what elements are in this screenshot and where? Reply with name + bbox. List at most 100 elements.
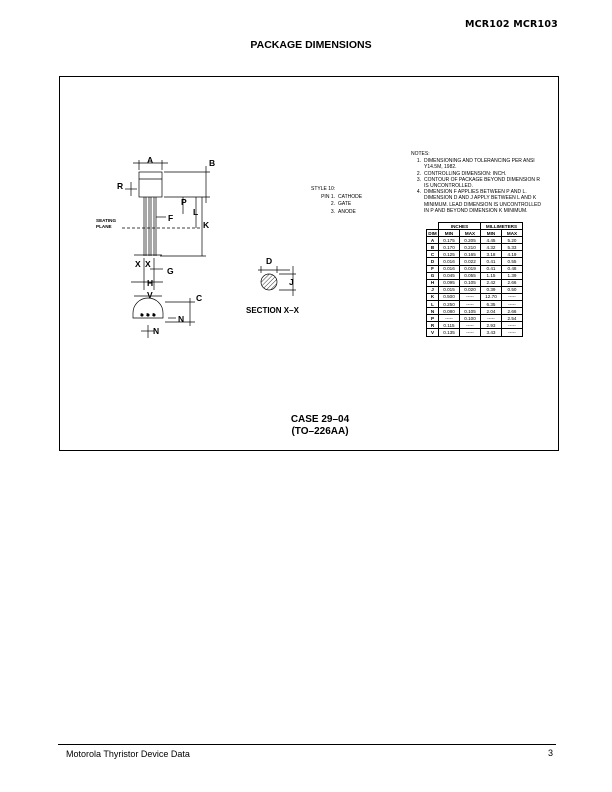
dim-cell: R (426, 321, 439, 330)
dim-label-g: G (167, 266, 174, 276)
value-cell: 5.20 (501, 236, 523, 245)
value-cell: 2.93 (480, 321, 502, 330)
value-cell: 0.115 (438, 321, 460, 330)
value-cell: 0.105 (459, 307, 481, 316)
dim-label-p: P (181, 197, 187, 207)
value-cell: 0.125 (438, 250, 460, 259)
value-cell: 0.016 (438, 264, 460, 273)
value-cell: 0.165 (459, 250, 481, 259)
section-label: SECTION X–X (246, 306, 300, 315)
value-cell: 0.020 (459, 285, 481, 294)
value-cell: 0.48 (501, 264, 523, 273)
value-cell: 0.019 (459, 264, 481, 273)
dim-label-a: A (147, 155, 153, 165)
value-cell: 0.105 (459, 278, 481, 287)
pinout-style: STYLE 10: PIN 1.CATHODE 2.GATE 3.ANODE (311, 186, 362, 216)
dim-cell: F (426, 264, 439, 273)
value-cell: 0.41 (480, 257, 502, 266)
value-cell: ----- (459, 328, 481, 337)
value-cell: 2.42 (480, 278, 502, 287)
value-cell: 0.250 (438, 300, 460, 309)
notes: NOTES: 1.DIMENSIONING AND TOLERANCING PE… (411, 151, 551, 214)
value-cell: 3.18 (480, 250, 502, 259)
dim-label-j: J (289, 277, 294, 287)
value-cell: 0.016 (438, 257, 460, 266)
dim-cell: V (426, 328, 439, 337)
value-cell: ----- (459, 292, 481, 302)
value-cell: 4.19 (501, 250, 523, 259)
value-cell: 0.015 (438, 285, 460, 294)
dim-label-l: L (193, 207, 198, 217)
value-cell: 12.70 (480, 292, 502, 302)
value-cell: 0.55 (501, 257, 523, 266)
value-cell: 0.100 (459, 314, 481, 323)
drawing-frame (59, 76, 559, 451)
group-header-inches: INCHES (438, 221, 481, 231)
dim-cell: L (426, 300, 439, 309)
value-cell: 0.39 (480, 285, 502, 294)
value-cell: 1.39 (501, 271, 523, 280)
value-cell: 0.175 (438, 236, 460, 245)
value-cell: 2.04 (480, 307, 502, 316)
value-cell: 0.210 (459, 243, 481, 252)
value-cell: ----- (459, 321, 481, 330)
dim-cell: P (426, 314, 439, 323)
pin-number-3: 3 (152, 312, 155, 317)
seating-plane-label-1: SEATING (96, 218, 117, 223)
dim-label-b: B (209, 158, 215, 168)
value-cell: 0.170 (438, 243, 460, 252)
value-cell: 3.43 (480, 328, 502, 337)
group-header-millimeters: MILLIMETERS (480, 221, 523, 231)
value-cell: ----- (480, 314, 502, 323)
case-package: (TO–226AA) (291, 426, 349, 437)
pin-number-1: 1 (140, 312, 143, 317)
value-cell: ----- (501, 300, 523, 309)
value-cell: 0.41 (480, 264, 502, 273)
case-label: CASE 29–04 (TO–226AA) (240, 414, 400, 438)
case-number: CASE 29–04 (290, 414, 350, 425)
dim-label-k: K (203, 220, 210, 230)
note-item: 4.DIMENSION F APPLIES BETWEEN P AND L.DI… (416, 189, 541, 214)
pin-number-2: 2 (146, 312, 149, 317)
value-cell: 0.500 (438, 292, 460, 302)
seating-plane-label-2: PLANE (96, 224, 112, 229)
value-cell: 5.33 (501, 243, 523, 252)
dim-cell: N (426, 307, 439, 316)
value-cell: 0.095 (438, 278, 460, 287)
notes-heading: NOTES: (411, 151, 430, 157)
dim-label-n-right: N (178, 314, 184, 324)
pin-row: 2.GATE (330, 201, 352, 208)
dim-cell: C (426, 250, 439, 259)
value-cell: 6.35 (480, 300, 502, 309)
page-title: PACKAGE DIMENSIONS (250, 39, 372, 51)
dim-label-n-bottom: N (153, 326, 159, 336)
style-title: STYLE 10: (311, 186, 336, 192)
part-number-header: MCR102 MCR103 (464, 19, 558, 30)
value-cell: 4.32 (480, 243, 502, 252)
dim-cell: D (426, 257, 439, 266)
dimension-table: INCHES MILLIMETERS DIM MIN MAX MIN MAX A… (426, 221, 523, 337)
pin-row: 3.ANODE (330, 208, 356, 215)
dim-label-v: V (147, 290, 153, 300)
package-body (138, 171, 163, 198)
section-mark-x-right: X (145, 259, 151, 269)
footer-rule (58, 744, 556, 745)
note-item: 2.CONTROLLING DIMENSION: INCH. (416, 170, 507, 177)
page-number: 3 (548, 748, 554, 758)
value-cell: 0.135 (438, 328, 460, 337)
dim-cell: K (426, 292, 439, 302)
dim-cell: J (426, 285, 439, 294)
value-cell: 0.080 (438, 307, 460, 316)
